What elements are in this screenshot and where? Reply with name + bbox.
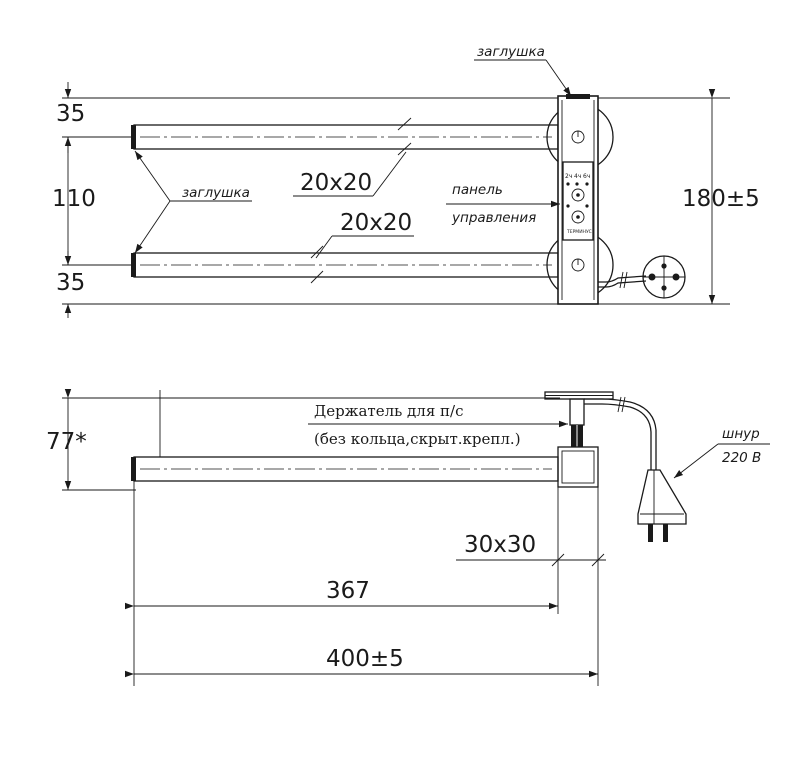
panel-timer-3: 6ч xyxy=(583,173,590,180)
holder-label-line2: (без кольца,скрыт.крепл.) xyxy=(314,430,521,448)
holder-bracket xyxy=(544,391,614,447)
cord-side-break-b xyxy=(621,396,626,413)
plug-side-pin-right xyxy=(663,524,668,542)
dim-35-top: 35 xyxy=(56,101,85,127)
panel-led-1 xyxy=(566,182,570,186)
dim-180: 180±5 xyxy=(682,186,760,212)
dim-tube-upper: 20x20 xyxy=(300,170,372,196)
plug-pin-right xyxy=(672,273,680,281)
panel-timer-knob[interactable] xyxy=(571,188,585,202)
dim-tube-upper-leader xyxy=(372,151,407,197)
cord-label-line2: 220 В xyxy=(722,450,761,466)
dim-35-bottom: 35 xyxy=(56,270,85,296)
panel-timer-1: 2ч xyxy=(565,173,572,180)
plug-left-leader-lower xyxy=(134,200,171,254)
panel-power-knob-center xyxy=(576,215,580,219)
panel-led-2 xyxy=(575,182,579,186)
top-plug xyxy=(566,94,590,99)
plug-left-label: заглушка xyxy=(182,185,250,201)
dim-tube-lower: 20x20 xyxy=(340,210,412,236)
dim-30-tick-a xyxy=(551,553,565,567)
top-view: 35 110 35 180±5 2ч 4ч 6ч xyxy=(52,44,760,318)
plug-ground-top xyxy=(661,263,667,269)
side-block-inner xyxy=(561,450,595,484)
plug-top-view xyxy=(642,255,686,299)
panel-led-4 xyxy=(566,204,570,208)
control-panel: 2ч 4ч 6ч ТЕРМИНУС xyxy=(562,161,594,241)
panel-timer-knob-center xyxy=(576,193,580,197)
cord-break-mark-b xyxy=(623,271,628,289)
dim-tube-upper-tick-a xyxy=(397,117,412,131)
dim-110: 110 xyxy=(52,186,96,212)
cord-label-leader xyxy=(673,443,719,479)
plug-side-body xyxy=(637,469,687,525)
dim-30-tick-b xyxy=(591,553,605,567)
cord-side-outer xyxy=(584,398,657,470)
dim-tube-lower-leader xyxy=(315,235,333,259)
cord-side-inner xyxy=(584,403,652,470)
plug-top-leader xyxy=(545,59,572,97)
dim-block: 30x30 xyxy=(464,532,536,558)
panel-brand: ТЕРМИНУС xyxy=(566,229,592,235)
holder-neck xyxy=(569,398,585,426)
plug-side-view xyxy=(637,469,687,542)
panel-label-line1: панель xyxy=(452,182,503,198)
side-view: 77* шнур 22 xyxy=(46,389,770,686)
cord-side-break-a xyxy=(617,396,622,413)
cord-break-mark-a xyxy=(619,271,624,289)
dim-400: 400±5 xyxy=(326,646,404,672)
panel-led-3 xyxy=(585,182,589,186)
upper-tube-end-cap xyxy=(131,125,136,149)
plug-ground-bottom xyxy=(661,285,667,291)
dim-77: 77* xyxy=(46,429,87,455)
lower-tube-end-cap xyxy=(131,253,136,277)
plug-side-pin-left xyxy=(648,524,653,542)
cord-top-upper xyxy=(598,275,647,283)
dim-tube-upper-tick-b xyxy=(397,142,412,156)
side-block xyxy=(557,446,599,488)
cord-label-line1: шнур xyxy=(722,426,760,442)
plug-top-label: заглушка xyxy=(477,44,545,60)
cord-top-lower xyxy=(598,280,647,288)
panel-power-knob[interactable] xyxy=(571,210,585,224)
panel-led-5 xyxy=(585,204,589,208)
dim-367: 367 xyxy=(326,578,370,604)
plug-left-leader-upper xyxy=(134,150,171,202)
panel-label-line2: управления xyxy=(451,210,536,226)
panel-timer-2: 4ч xyxy=(574,173,581,180)
dim-tube-lower-tick-a xyxy=(310,245,324,259)
holder-label-line1: Держатель для п/с xyxy=(314,402,464,420)
side-tube-end-cap xyxy=(131,457,136,481)
dim-tube-lower-tick-b xyxy=(310,270,324,284)
plug-pin-left xyxy=(648,273,656,281)
